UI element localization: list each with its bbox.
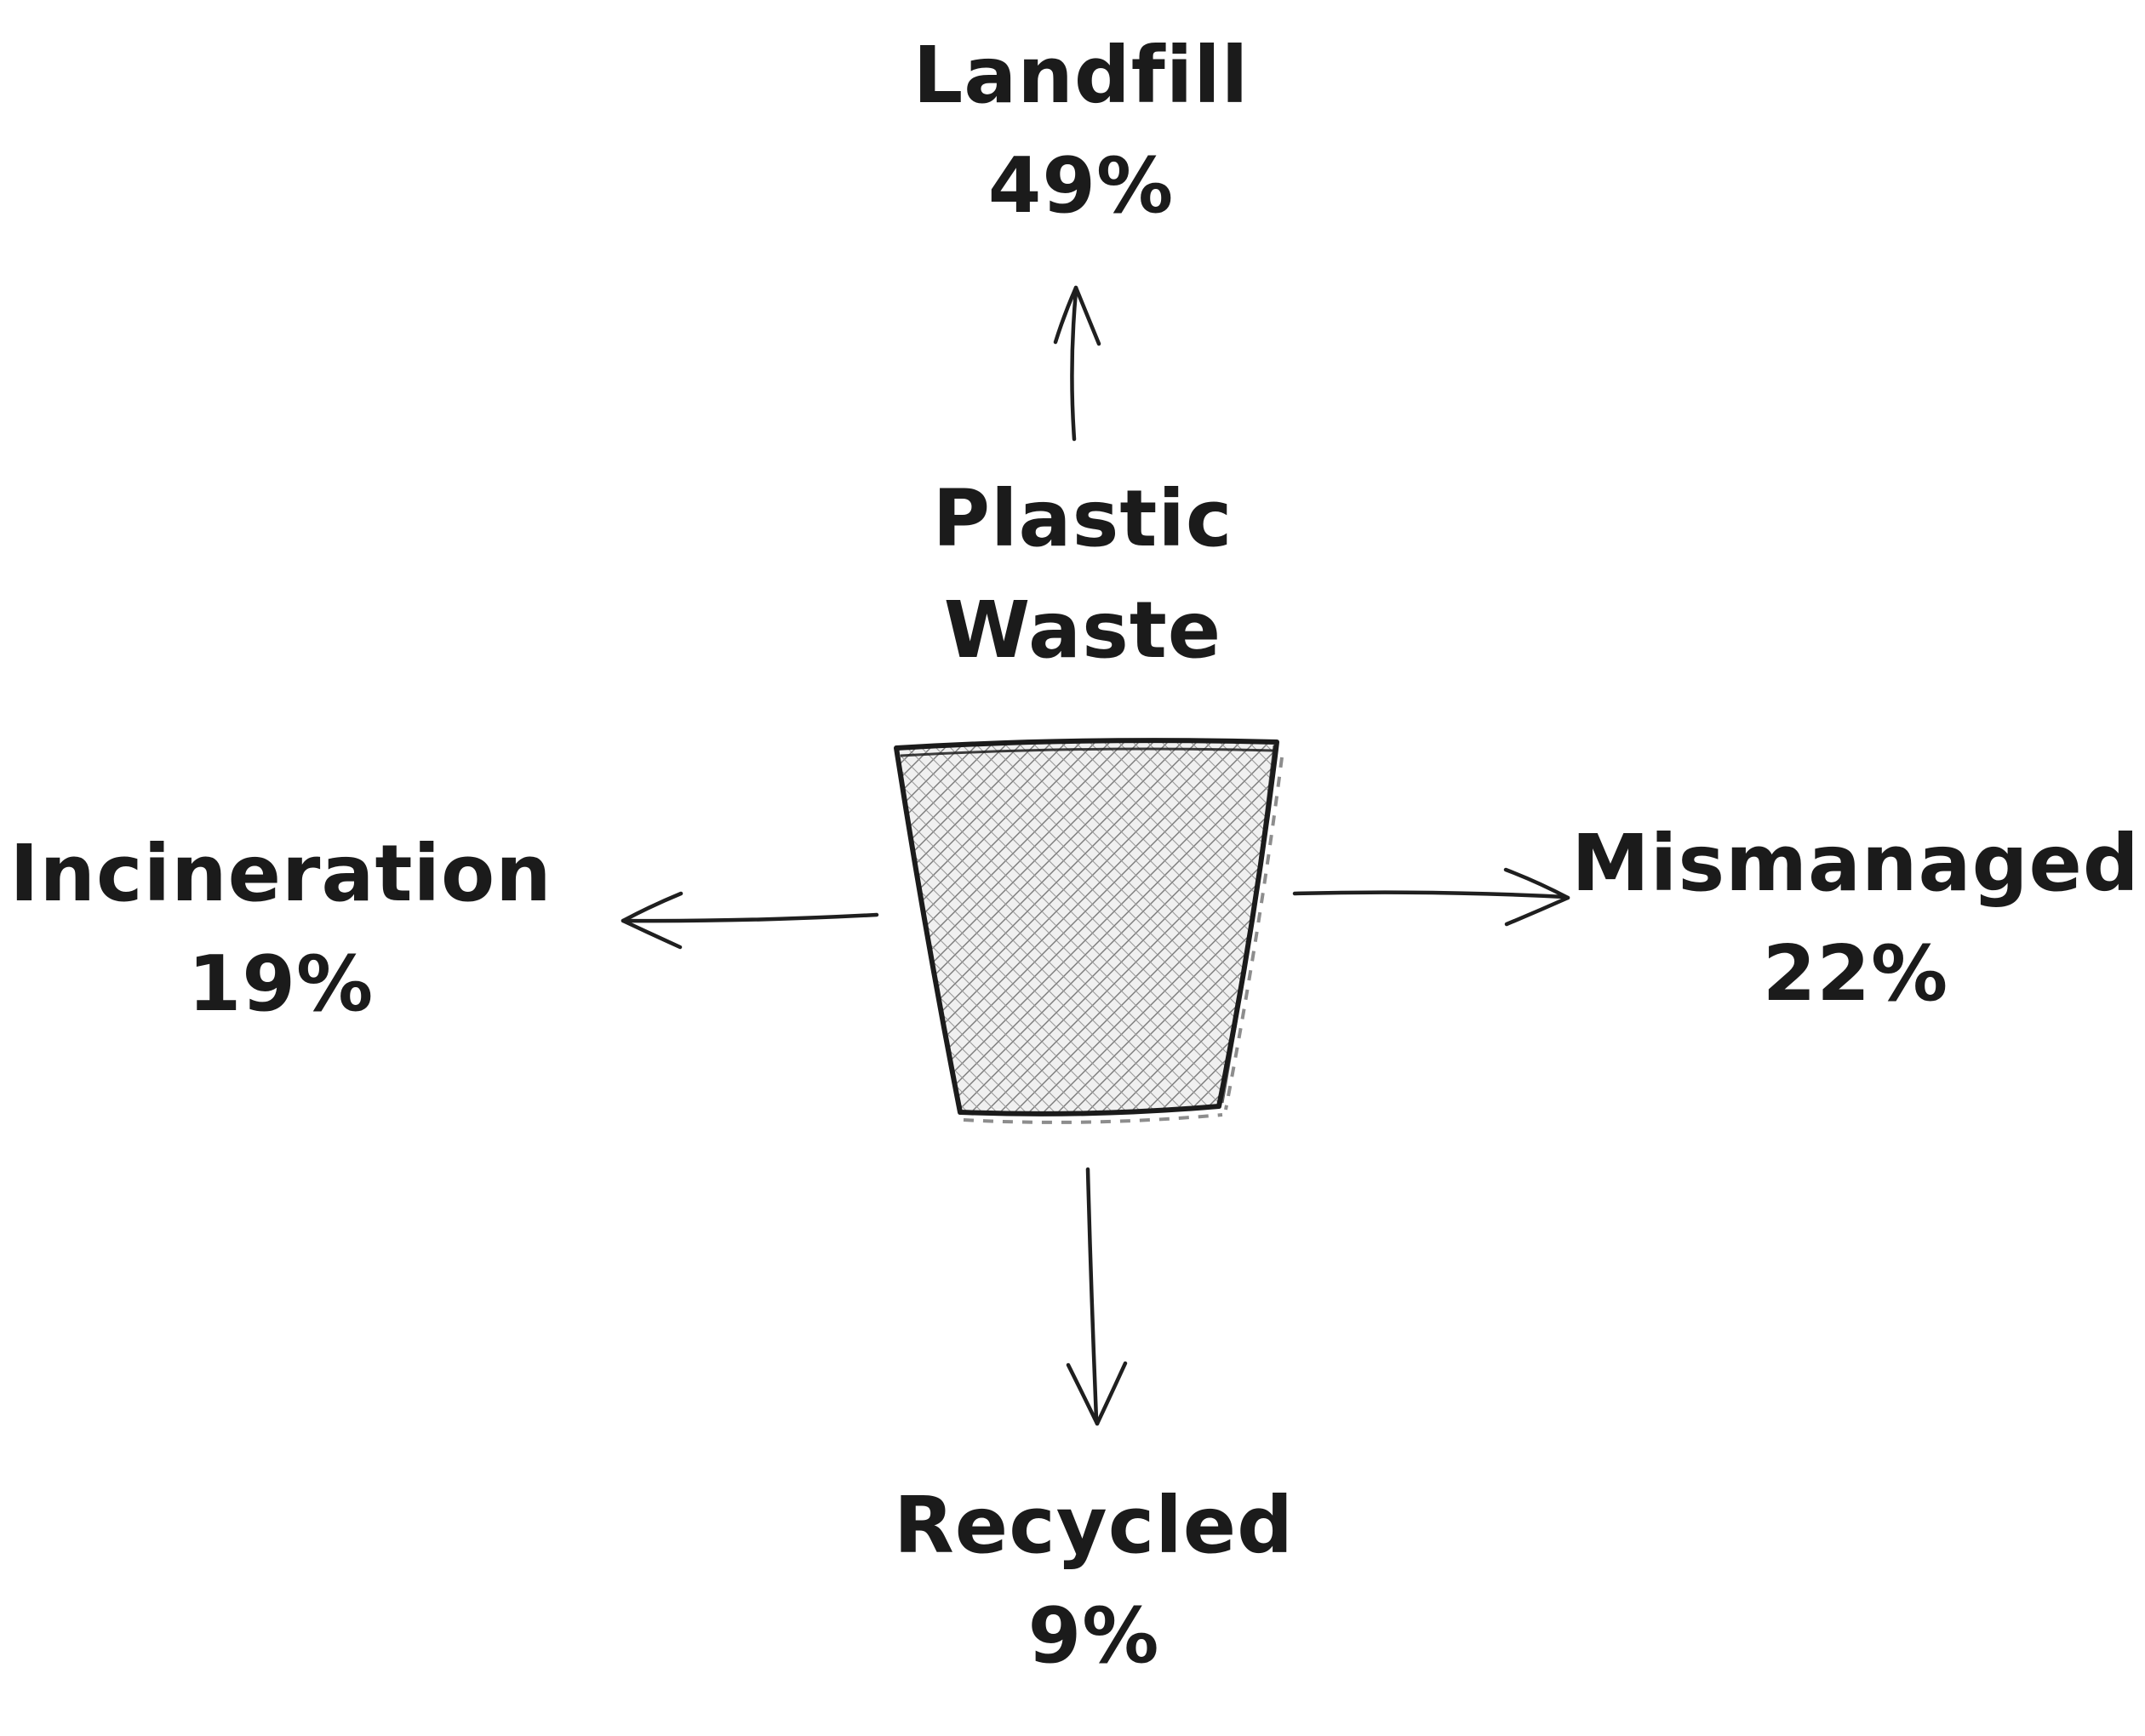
arrow-right-mismanaged (1292, 867, 1570, 927)
node-mismanaged: Mismanaged 22% (1571, 808, 2139, 1028)
trash-bin-shading-right (1224, 757, 1284, 1111)
node-incineration: Incineration 19% (9, 819, 552, 1038)
trash-bin-edge (1221, 745, 1276, 1104)
node-recycled-label: Recycled (893, 1480, 1295, 1571)
arrow-down-recycled (1066, 1167, 1128, 1426)
center-label-line2: Waste (943, 584, 1222, 676)
node-mismanaged-label: Mismanaged (1571, 818, 2140, 909)
trash-bin-rim (900, 747, 1274, 757)
node-recycled-value: 9% (1027, 1590, 1160, 1681)
trash-bin-icon (894, 738, 1284, 1124)
node-landfill-label: Landfill (912, 30, 1250, 121)
node-mismanaged-value: 22% (1762, 928, 1949, 1019)
center-label-line1: Plastic (932, 473, 1233, 564)
node-landfill: Landfill 49% (913, 20, 1250, 240)
node-landfill-value: 49% (987, 140, 1175, 231)
trash-bin-shading-bottom (963, 1113, 1223, 1124)
trash-bin-body (894, 738, 1279, 1116)
node-recycled: Recycled 9% (894, 1470, 1294, 1690)
center-label-plastic-waste: Plastic Waste (933, 464, 1233, 686)
arrow-left-incineration (621, 891, 879, 950)
node-incineration-value: 19% (187, 939, 375, 1029)
node-incineration-label: Incineration (9, 828, 552, 919)
arrow-up-landfill (1053, 285, 1101, 442)
